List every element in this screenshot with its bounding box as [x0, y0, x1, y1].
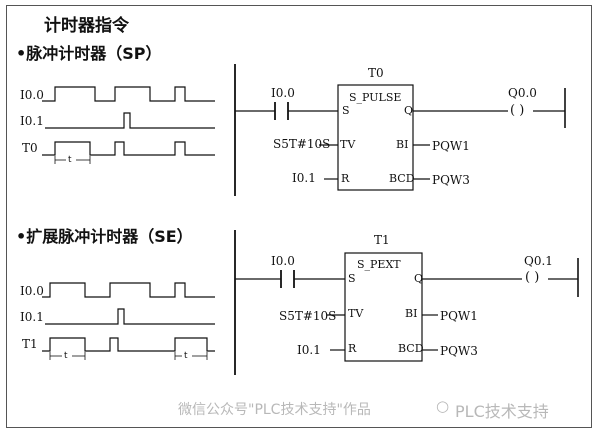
page-title: 计时器指令 — [44, 16, 129, 36]
coil-symbol-se: ( ) — [525, 270, 540, 285]
watermark-logo-icon: ○ — [436, 397, 450, 415]
pin-q-sp: Q — [404, 104, 414, 117]
watermark-logo-text: PLC技术支持 — [455, 402, 549, 421]
timing-label-t1: T1 — [22, 337, 38, 351]
timing-label-i01-sp: I0.1 — [20, 114, 44, 128]
r-in-se: I0.1 — [297, 343, 321, 357]
outer-frame — [6, 5, 592, 428]
pin-bcd-se: BCD — [398, 342, 424, 355]
watermark-text: 微信公众号"PLC技术支持"作品 — [178, 402, 371, 418]
pin-tv-sp: TV — [340, 138, 356, 151]
pin-s-se: S — [348, 272, 356, 285]
bcd-out-sp: PQW3 — [432, 173, 470, 187]
pin-r-sp: R — [341, 172, 350, 185]
bi-out-se: PQW1 — [440, 309, 478, 323]
waveform-i00-sp — [42, 86, 215, 102]
timer-block-t0 — [337, 84, 414, 191]
pin-q-se: Q — [414, 272, 424, 285]
bcd-out-se: PQW3 — [440, 344, 478, 358]
tv-value-se: S5T#10S — [279, 309, 337, 323]
t-arrow-se-1 — [49, 352, 86, 360]
waveform-i01-sp — [45, 112, 215, 129]
bi-out-sp: PQW1 — [432, 139, 470, 153]
timing-label-i00-se: I0.0 — [20, 284, 44, 298]
waveform-i01-se — [45, 308, 215, 325]
contact-symbol-sp — [235, 102, 338, 120]
pin-s-sp: S — [342, 104, 350, 117]
timing-label-i01-se: I0.1 — [20, 310, 44, 324]
block-name-spulse: S_PULSE — [349, 91, 402, 104]
waveform-t0 — [42, 141, 215, 156]
waveform-t1 — [42, 337, 215, 352]
section-heading-se: •扩展脉冲计时器（SE） — [16, 227, 193, 246]
t-arrow-se-2 — [174, 352, 208, 360]
contact-label-se: I0.0 — [271, 254, 295, 268]
t-arrow-sp — [54, 156, 91, 164]
coil-symbol-sp: ( ) — [510, 103, 525, 118]
tv-value-sp: S5T#10S — [273, 137, 331, 151]
contact-symbol-se — [235, 270, 345, 288]
waveform-i00-se — [42, 282, 215, 298]
coil-label-q00: Q0.0 — [508, 86, 537, 100]
block-title-t0: T0 — [368, 66, 384, 80]
coil-label-q01: Q0.1 — [524, 254, 553, 268]
contact-label-sp: I0.0 — [271, 86, 295, 100]
pin-bi-se: BI — [405, 307, 418, 320]
timing-label-i00-sp: I0.0 — [20, 88, 44, 102]
block-name-spext: S_PEXT — [357, 258, 401, 271]
pin-bcd-sp: BCD — [389, 172, 415, 185]
t-label-sp: t — [68, 155, 72, 165]
timer-block-t1 — [344, 252, 423, 362]
block-title-t1: T1 — [374, 233, 390, 247]
t-label-se-1: t — [64, 351, 68, 361]
timing-label-t0: T0 — [22, 141, 38, 155]
pin-tv-se: TV — [348, 307, 364, 320]
pin-bi-sp: BI — [396, 138, 409, 151]
r-in-sp: I0.1 — [292, 171, 316, 185]
t-label-se-2: t — [184, 351, 188, 361]
section-heading-sp: •脉冲计时器（SP） — [16, 44, 162, 63]
pin-r-se: R — [348, 342, 357, 355]
